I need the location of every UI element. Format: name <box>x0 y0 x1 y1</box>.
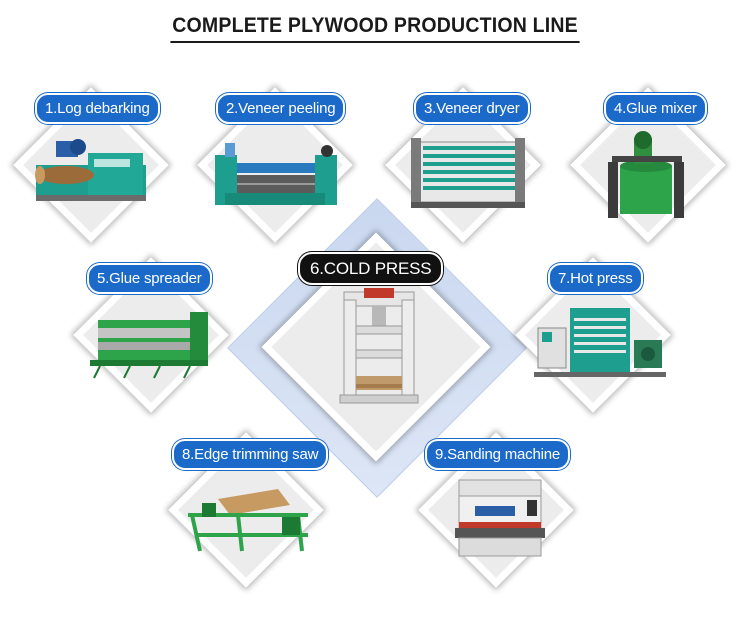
step-label-1: 1.Log debarking <box>35 93 160 124</box>
step-label-7: 7.Hot press <box>548 263 643 294</box>
step-label-3: 3.Veneer dryer <box>414 93 530 124</box>
sanding-machine-image <box>455 479 545 557</box>
veneer-peeling-machine-image <box>215 143 337 205</box>
glue-mixer-machine-image <box>608 131 684 218</box>
glue-spreader-machine-image <box>90 312 208 379</box>
step-label-6: 6.COLD PRESS <box>298 252 444 285</box>
page-title: COMPLETE PLYWOOD PRODUCTION LINE <box>0 14 750 43</box>
step-label-2: 2.Veneer peeling <box>216 93 346 124</box>
cold-press-machine-image <box>339 288 419 404</box>
hot-press-machine-image <box>534 308 666 377</box>
page-title-text: COMPLETE PLYWOOD PRODUCTION LINE <box>170 14 580 43</box>
step-label-4: 4.Glue mixer <box>604 93 707 124</box>
log-debarking-machine-image <box>35 139 146 201</box>
step-label-9: 9.Sanding machine <box>425 439 571 470</box>
edge-trimming-saw-machine-image <box>188 489 308 552</box>
veneer-dryer-machine-image <box>411 138 525 208</box>
step-label-8: 8.Edge trimming saw <box>172 439 329 470</box>
step-label-5: 5.Glue spreader <box>87 263 212 294</box>
